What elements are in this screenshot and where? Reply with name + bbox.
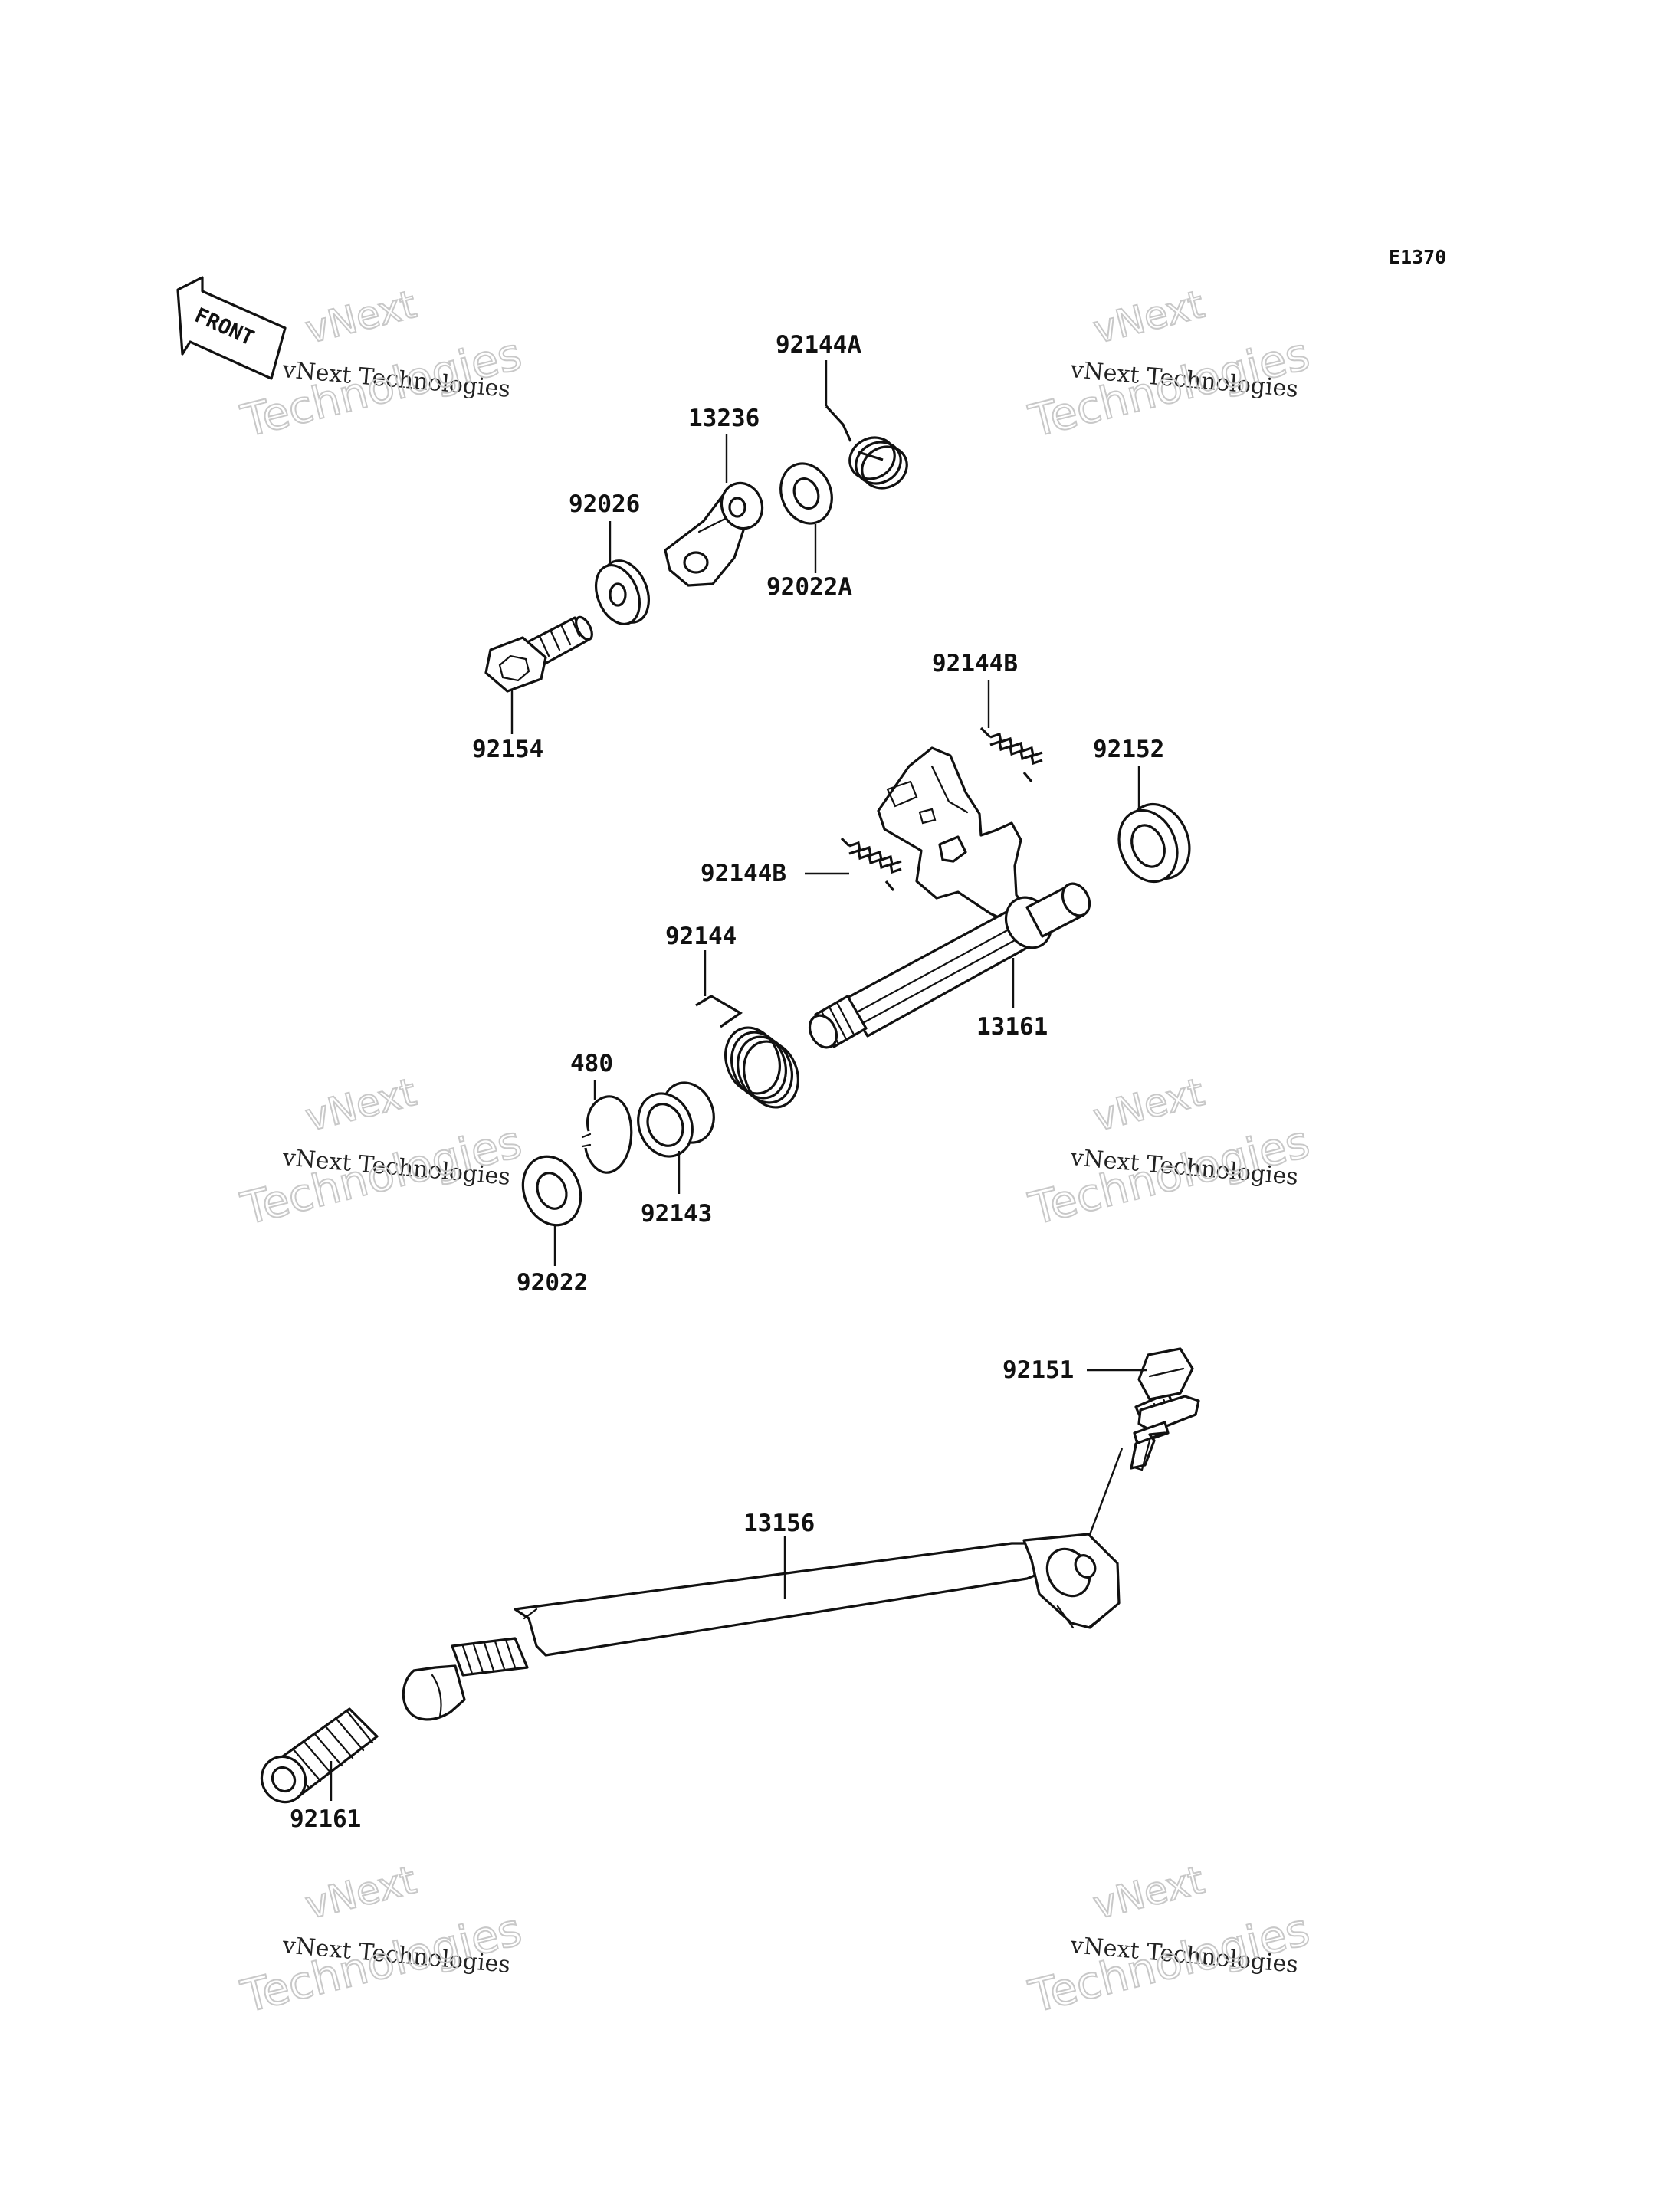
part-label-92022: 92022 <box>517 1269 588 1297</box>
part-label-92144a: 92144A <box>776 331 861 359</box>
part-label-92026: 92026 <box>569 490 640 518</box>
watermark-mid-left: vNext vNext Technologies Technologies <box>235 1069 527 1236</box>
svg-text:vNext: vNext <box>1089 282 1209 353</box>
bolt-92151 <box>1130 1347 1200 1471</box>
part-label-92143: 92143 <box>641 1200 712 1228</box>
svg-text:Technologies: Technologies <box>1024 327 1314 447</box>
part-label-92154: 92154 <box>472 736 543 763</box>
watermark-top-right: vNext vNext Technologies Technologies <box>1023 281 1315 448</box>
part-label-92161: 92161 <box>290 1805 361 1833</box>
part-label-13236: 13236 <box>688 405 760 432</box>
watermark-bottom-right: vNext vNext Technologies Technologies <box>1023 1857 1315 2024</box>
spring-92144 <box>695 995 799 1109</box>
front-arrow-icon: FRONT <box>176 276 287 380</box>
watermark-bottom-left: vNext vNext Technologies Technologies <box>235 1857 527 2024</box>
part-label-92151: 92151 <box>1002 1356 1074 1384</box>
part-label-92144: 92144 <box>665 923 737 950</box>
diagram-code: E1370 <box>1389 246 1446 268</box>
svg-text:vNext: vNext <box>1089 1070 1209 1140</box>
part-label-92152: 92152 <box>1093 736 1164 763</box>
washer-92022a <box>779 462 833 525</box>
circlip-480 <box>581 1095 633 1174</box>
washer-92022 <box>521 1155 582 1227</box>
part-label-92144b-mid: 92144B <box>701 860 786 887</box>
svg-text:Technologies: Technologies <box>236 1115 527 1235</box>
rubber-92161 <box>260 1707 379 1804</box>
bolt-92154 <box>484 615 593 693</box>
spring-92144b-mid <box>840 837 902 892</box>
part-label-480: 480 <box>570 1050 613 1077</box>
seal-92152 <box>1117 802 1191 884</box>
collar-92026 <box>595 559 650 625</box>
svg-text:Technologies: Technologies <box>236 1903 527 2022</box>
watermark-top-left: vNext vNext Technologies Technologies <box>235 281 527 448</box>
pedal-13156 <box>402 1533 1121 1721</box>
svg-text:Technologies: Technologies <box>1024 1115 1314 1235</box>
svg-text:vNext: vNext <box>301 282 421 353</box>
watermark-mid-right: vNext vNext Technologies Technologies <box>1023 1069 1315 1236</box>
shaft-13161 <box>808 746 1091 1049</box>
svg-text:vNext: vNext <box>301 1858 421 1928</box>
spring-92144a <box>825 405 908 490</box>
part-label-92022a: 92022A <box>766 573 852 601</box>
svg-text:vNext: vNext <box>1089 1858 1209 1928</box>
collar-92143 <box>637 1081 715 1158</box>
spring-92144b-top <box>979 726 1043 783</box>
part-label-13161: 13161 <box>976 1013 1048 1041</box>
arm-13236 <box>664 481 764 587</box>
part-label-92144b-top: 92144B <box>932 650 1018 677</box>
svg-text:vNext: vNext <box>301 1070 421 1140</box>
svg-text:Technologies: Technologies <box>1024 1903 1314 2022</box>
part-label-13156: 13156 <box>743 1510 815 1537</box>
